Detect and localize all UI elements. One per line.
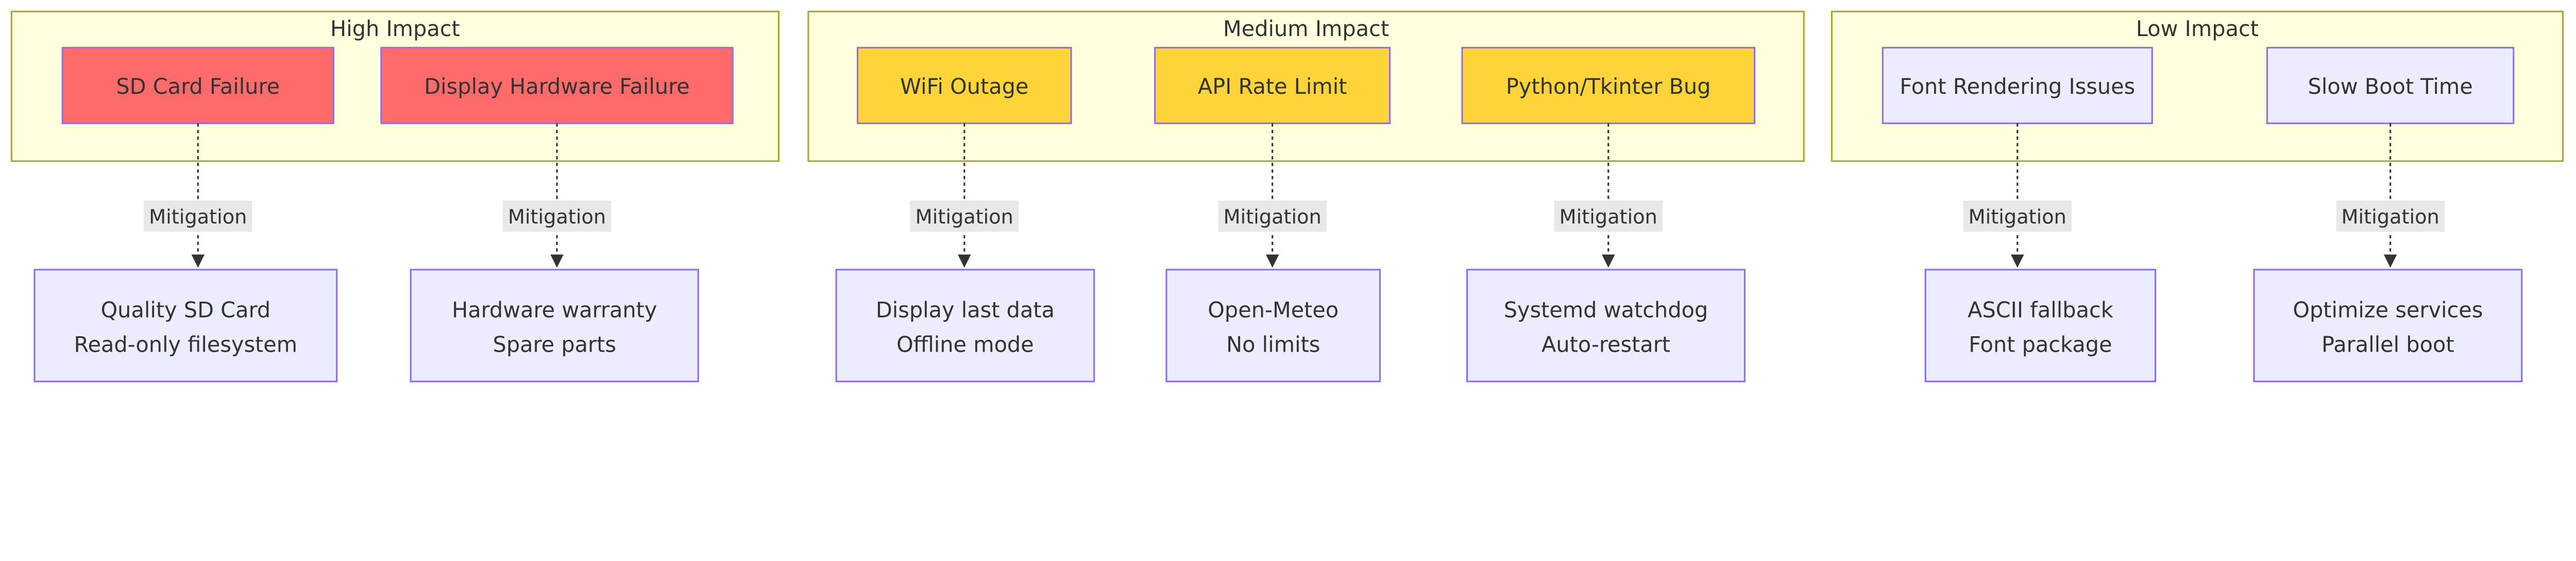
mitigation-line: Optimize services [2293, 298, 2483, 322]
edge-label-bg [144, 201, 252, 232]
risk-node-box [1154, 46, 1391, 124]
mitigation-edge: Mitigation [1554, 123, 1663, 268]
mitigation-node-box [1165, 269, 1381, 383]
mitigation-line: Systemd watchdog [1504, 298, 1708, 322]
mitigation-line: Offline mode [896, 332, 1034, 357]
risk-node-label: API Rate Limit [1198, 74, 1347, 99]
edge-label-bg [1218, 201, 1327, 232]
edge-label-bg [502, 201, 612, 232]
mitigation-edge: Mitigation [910, 123, 1019, 268]
mitigation-edge: Mitigation [1963, 123, 2072, 268]
risk-node-label: Slow Boot Time [2308, 74, 2473, 99]
edge-label: Mitigation [1969, 206, 2066, 229]
risk-node[interactable]: Slow Boot Time [2266, 46, 2515, 124]
mitigation-node-box [410, 269, 699, 383]
risk-node-label: WiFi Outage [900, 74, 1028, 99]
mitigation-line: Auto-restart [1541, 332, 1670, 357]
mitigation-node-box [33, 269, 338, 383]
mitigation-line: No limits [1226, 332, 1320, 357]
risk-node[interactable]: WiFi Outage [856, 46, 1072, 124]
edge-label-bg [2336, 201, 2445, 232]
risk-node-label: SD Card Failure [116, 74, 280, 99]
mitigation-node-box [2253, 269, 2523, 383]
edge-label: Mitigation [508, 206, 606, 229]
mitigation-node-box [1466, 269, 1746, 383]
mitigation-line: Quality SD Card [101, 298, 271, 322]
edge-label: Mitigation [2342, 206, 2439, 229]
mitigation-edge: Mitigation [2336, 123, 2445, 268]
edge-label-bg [1554, 201, 1663, 232]
mitigation-node-box [835, 269, 1095, 383]
mitigation-line: Font package [1969, 332, 2112, 357]
mitigation-edge: Mitigation [1218, 123, 1327, 268]
mitigation-line: ASCII fallback [1968, 298, 2113, 322]
mitigation-edge: Mitigation [502, 123, 612, 268]
risk-node-label: Display Hardware Failure [424, 74, 689, 99]
cluster-title: High Impact [330, 16, 460, 41]
mitigation-line: Display last data [876, 298, 1055, 322]
edge-label: Mitigation [1560, 206, 1657, 229]
mitigation-line: Spare parts [493, 332, 616, 357]
mitigation-line: Open-Meteo [1208, 298, 1338, 322]
cluster-title: Low Impact [2136, 16, 2259, 41]
risk-mitigation-diagram: High Impact SD Card Failure Display Hardwa… [10, 10, 2564, 383]
edge-label-bg [910, 201, 1019, 232]
edge-label-bg [1963, 201, 2072, 232]
mitigation-node-box [1924, 269, 2157, 383]
mitigation-line: Parallel boot [2321, 332, 2454, 357]
risk-node[interactable]: Font Rendering Issues [1882, 46, 2153, 124]
cluster-title: Medium Impact [1223, 16, 1389, 41]
risk-node-box [380, 46, 734, 124]
edge-label: Mitigation [149, 206, 247, 229]
risk-node[interactable]: API Rate Limit [1154, 46, 1391, 124]
risk-node-box [61, 46, 334, 124]
risk-node-label: Font Rendering Issues [1900, 74, 2135, 99]
risk-node-label: Python/Tkinter Bug [1506, 74, 1711, 99]
edge-label: Mitigation [916, 206, 1013, 229]
risk-node[interactable]: SD Card Failure [61, 46, 334, 124]
risk-node-box [2266, 46, 2515, 124]
mitigation-line: Hardware warranty [452, 298, 657, 322]
mitigation-edge: Mitigation [144, 123, 252, 268]
mitigation-line: Read-only filesystem [74, 332, 298, 357]
mitigation-node[interactable]: Open-Meteo No limits [1165, 269, 1381, 383]
risk-node[interactable]: Display Hardware Failure [380, 46, 734, 124]
cluster-high-impact: High Impact SD Card Failure Display Hardwa… [10, 10, 780, 162]
edge-label: Mitigation [1224, 206, 1321, 229]
risk-node[interactable]: Python/Tkinter Bug [1461, 46, 1756, 124]
